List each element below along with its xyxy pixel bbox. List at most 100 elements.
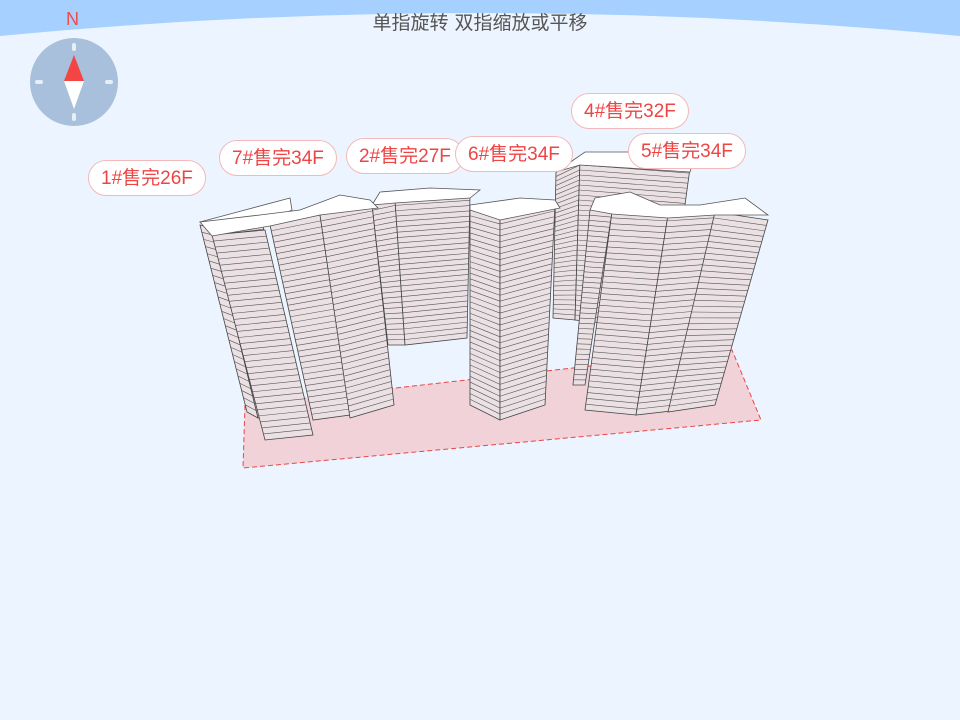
floor-line — [234, 361, 246, 368]
floor-line — [588, 219, 611, 223]
floor-line — [585, 250, 606, 254]
tower-7[interactable] — [199, 194, 395, 441]
building-label-2[interactable]: 2#售完27F — [346, 138, 464, 174]
floor-line — [336, 316, 385, 329]
tower-5[interactable] — [572, 191, 770, 416]
floor-line — [400, 279, 469, 287]
floor-line — [555, 169, 580, 182]
floor-line — [674, 377, 723, 383]
floor-line — [236, 368, 248, 375]
floor-line — [216, 289, 229, 295]
floor-line — [554, 209, 579, 218]
floor-line — [307, 391, 347, 398]
floor-line — [244, 356, 295, 362]
building-label-6[interactable]: 6#售完34F — [455, 136, 573, 172]
floor-line — [694, 299, 745, 302]
floor-line — [553, 289, 576, 291]
floor-line — [384, 312, 403, 315]
floor-line — [278, 255, 327, 266]
floor-line — [339, 334, 387, 347]
floor-line — [577, 338, 593, 340]
floor-line — [580, 307, 597, 309]
floor-line — [687, 328, 737, 330]
floor-line — [469, 381, 501, 397]
floor-line — [325, 240, 376, 252]
floor-line — [587, 230, 609, 233]
floor-line — [378, 258, 400, 263]
floor-line — [608, 234, 665, 239]
floor-line — [499, 210, 555, 225]
floor-line — [583, 276, 602, 279]
floor-line — [499, 340, 549, 355]
floor-line — [277, 249, 326, 260]
floor-line — [709, 235, 762, 243]
floor-line — [499, 345, 549, 361]
floor-line — [210, 267, 223, 273]
tower-6[interactable] — [469, 197, 561, 421]
floor-line — [469, 255, 501, 266]
floor-line — [225, 325, 237, 331]
floor-line — [553, 284, 577, 287]
floor-line — [379, 269, 400, 273]
floor-line — [579, 184, 687, 194]
floor-line — [595, 333, 649, 339]
floor-line — [282, 273, 329, 283]
floor-line — [404, 332, 468, 340]
floor-line — [238, 332, 290, 338]
floor-line — [396, 221, 470, 228]
floor-line — [469, 370, 501, 385]
floor-line — [584, 261, 605, 264]
floor-line — [555, 174, 580, 186]
floor-line — [379, 264, 400, 268]
floor-line — [469, 347, 501, 361]
floor-line — [499, 387, 546, 403]
floor-line — [383, 301, 403, 304]
building-label-1[interactable]: 1#售完26F — [88, 160, 206, 196]
floor-line — [380, 274, 401, 278]
floor-line — [606, 252, 662, 257]
floor-line — [587, 392, 639, 398]
floor-line — [349, 398, 394, 413]
tower-roof — [469, 197, 561, 221]
floor-line — [469, 221, 501, 231]
floor-line — [677, 366, 726, 372]
floor-line — [554, 244, 578, 250]
floor-line — [326, 251, 378, 264]
floor-line — [691, 311, 742, 313]
floor-line — [650, 322, 696, 328]
floor-line — [245, 404, 257, 411]
floor-line — [398, 247, 469, 255]
floor-line — [554, 229, 578, 237]
floor-line — [659, 264, 706, 269]
floor-line — [681, 350, 731, 354]
compass-icon[interactable] — [30, 38, 118, 126]
floor-line — [499, 257, 553, 272]
floor-line — [555, 189, 580, 200]
floor-line — [583, 271, 603, 274]
floor-line — [611, 217, 668, 222]
building-label-7[interactable]: 7#售完34F — [219, 140, 337, 176]
floor-line — [400, 268, 469, 276]
floor-line — [287, 297, 333, 306]
floor-line — [216, 247, 270, 254]
floor-line — [300, 355, 342, 363]
floor-line — [249, 374, 299, 381]
floor-line — [607, 246, 663, 251]
floor-line — [243, 350, 294, 356]
floor-line — [469, 278, 501, 290]
floor-line — [578, 328, 594, 330]
floor-line — [469, 307, 501, 320]
floor-line — [589, 374, 642, 381]
tower-2[interactable] — [371, 187, 482, 346]
floor-line — [208, 260, 221, 265]
floor-line — [400, 274, 469, 281]
building-label-4[interactable]: 4#售完32F — [571, 93, 689, 129]
floor-line — [301, 361, 343, 369]
floor-line — [254, 392, 304, 399]
floor-line — [554, 259, 577, 264]
floor-line — [401, 284, 469, 292]
floor-line — [661, 252, 708, 257]
floor-line — [399, 252, 469, 260]
building-label-5[interactable]: 5#售完34F — [628, 133, 746, 169]
